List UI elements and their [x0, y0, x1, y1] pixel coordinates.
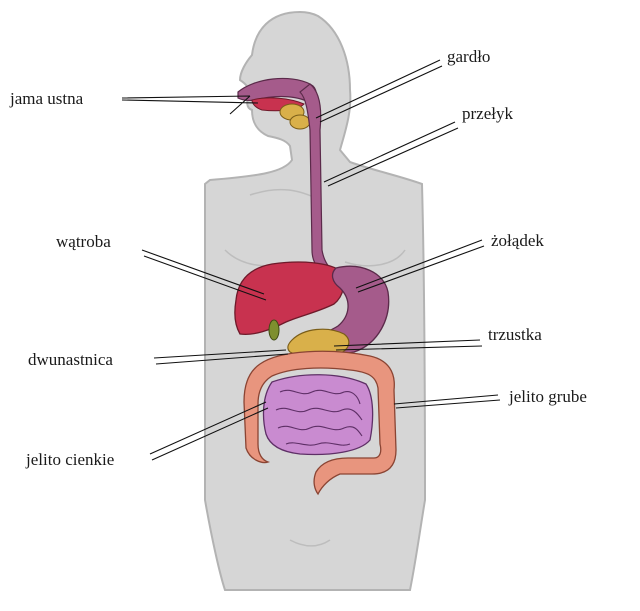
leader-line-mouth: [121, 95, 259, 115]
large-intestine-organ: [243, 350, 397, 496]
label-stomach: żołądek: [491, 231, 544, 250]
pectoral-line-right: [344, 249, 406, 267]
label-esophagus: przełyk: [462, 104, 513, 123]
label-duodenum: dwunastnica: [28, 350, 113, 369]
leader-line-liver: [141, 249, 267, 301]
leader-line-large-intestine: [393, 394, 501, 409]
mouth-organ: [237, 77, 317, 130]
label-large-intestine: jelito grube: [509, 387, 587, 406]
leader-line-esophagus: [323, 121, 459, 187]
label-pancreas: trzustka: [488, 325, 542, 344]
leader-line-small-intestine: [149, 401, 269, 461]
label-mouth: jama ustna: [10, 89, 84, 108]
leader-line-pancreas: [333, 339, 483, 351]
leader-line-stomach: [355, 239, 485, 293]
groin-line: [289, 539, 331, 547]
small-intestine-folds: [275, 389, 363, 446]
gallbladder-organ: [268, 319, 280, 341]
leader-line-duodenum: [153, 349, 289, 365]
label-small-intestine: jelito cienkie: [26, 450, 115, 469]
small-intestine-organ: [262, 374, 374, 456]
label-liver: wątroba: [56, 232, 111, 251]
leader-line-pharynx: [315, 59, 443, 123]
liver-organ: [234, 261, 345, 336]
label-pharynx: gardło: [447, 47, 491, 66]
leader-lines: [121, 59, 501, 461]
